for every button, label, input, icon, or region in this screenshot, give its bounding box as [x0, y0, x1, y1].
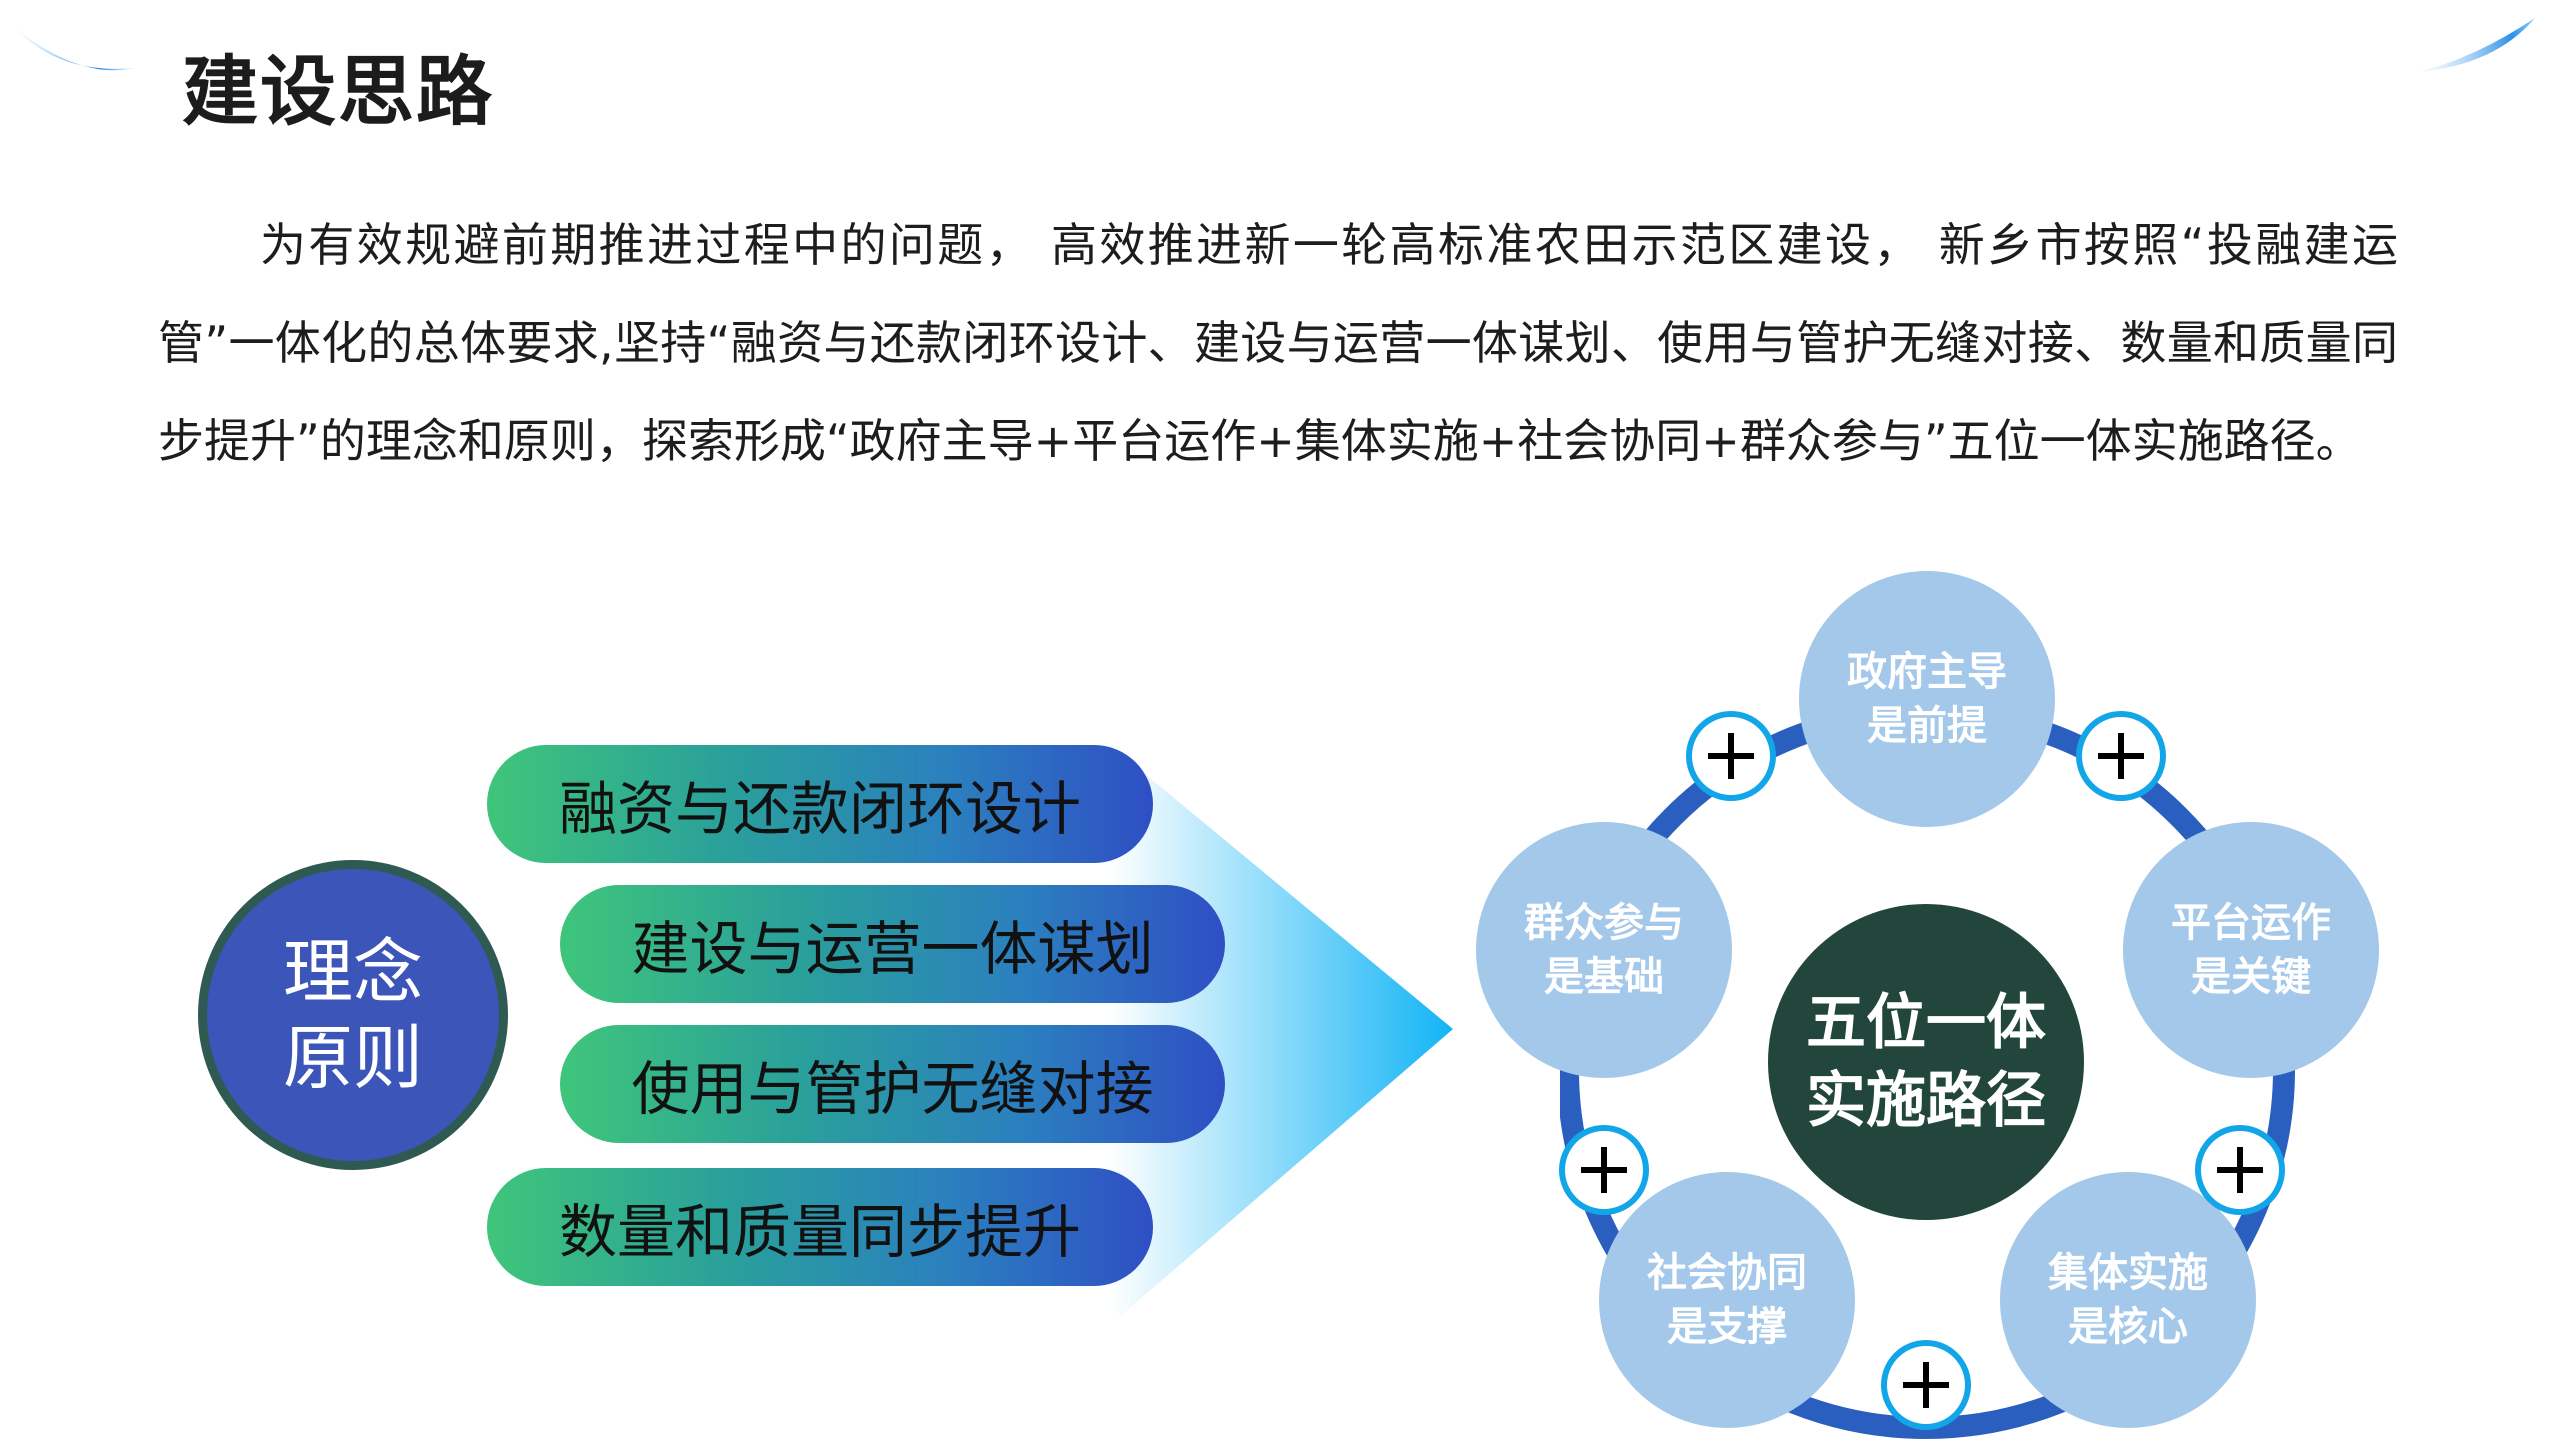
principle-label: 建设与运营一体谋划 [631, 915, 1154, 983]
swoosh-decoration-left [15, 28, 135, 71]
node-government: 政府主导是前提 [1799, 571, 2055, 827]
principle-bar: 融资与还款闭环设计 [487, 745, 1153, 863]
plus-icon [1686, 711, 1776, 801]
center-label: 五位一体 实施路径 [1726, 984, 2126, 1140]
node-line1: 社会协同 [1647, 1250, 1807, 1296]
node-line1: 政府主导 [1847, 649, 2007, 695]
intro-paragraph: 为有效规避前期推进过程中的问题， 高效推进新一轮高标准农田示范区建设， 新乡市按… [158, 218, 2398, 468]
node-masses: 群众参与是基础 [1476, 822, 1732, 1078]
principle-label: 使用与管护无缝对接 [631, 1055, 1154, 1123]
page-title: 建设思路 [182, 47, 494, 136]
principle-bar: 使用与管护无缝对接 [560, 1025, 1225, 1143]
principle-bar: 建设与运营一体谋划 [560, 885, 1225, 1003]
node-line2: 是核心 [2068, 1304, 2188, 1350]
center-line1: 五位一体 [1806, 988, 2046, 1058]
plus-icon [1881, 1340, 1971, 1430]
principle-bar: 数量和质量同步提升 [487, 1168, 1153, 1286]
concept-line1: 理念 [283, 931, 423, 1013]
node-line2: 是前提 [1867, 703, 1987, 749]
node-line2: 是支撑 [1667, 1304, 1787, 1350]
node-society: 社会协同是支撑 [1599, 1172, 1855, 1428]
principle-label: 数量和质量同步提升 [558, 1198, 1081, 1266]
node-line1: 集体实施 [2048, 1250, 2208, 1296]
node-line1: 平台运作 [2171, 900, 2331, 946]
arrow-shape [1110, 745, 1453, 1325]
node-collective: 集体实施是核心 [2000, 1172, 2256, 1428]
swoosh-decoration-right [2418, 18, 2535, 72]
plus-icon [2076, 711, 2166, 801]
plus-icon [2195, 1125, 2285, 1215]
node-line2: 是基础 [1544, 954, 1664, 1000]
concept-line2: 原则 [283, 1017, 423, 1099]
center-circle [1768, 904, 2084, 1220]
node-line2: 是关键 [2191, 954, 2311, 1000]
plus-icon [1559, 1125, 1649, 1215]
concept-principle-circle: 理念 原则 [198, 860, 508, 1170]
node-line1: 群众参与 [1524, 900, 1684, 946]
node-platform: 平台运作是关键 [2123, 822, 2379, 1078]
center-line2: 实施路径 [1806, 1066, 2046, 1136]
principle-label: 融资与还款闭环设计 [558, 775, 1081, 843]
